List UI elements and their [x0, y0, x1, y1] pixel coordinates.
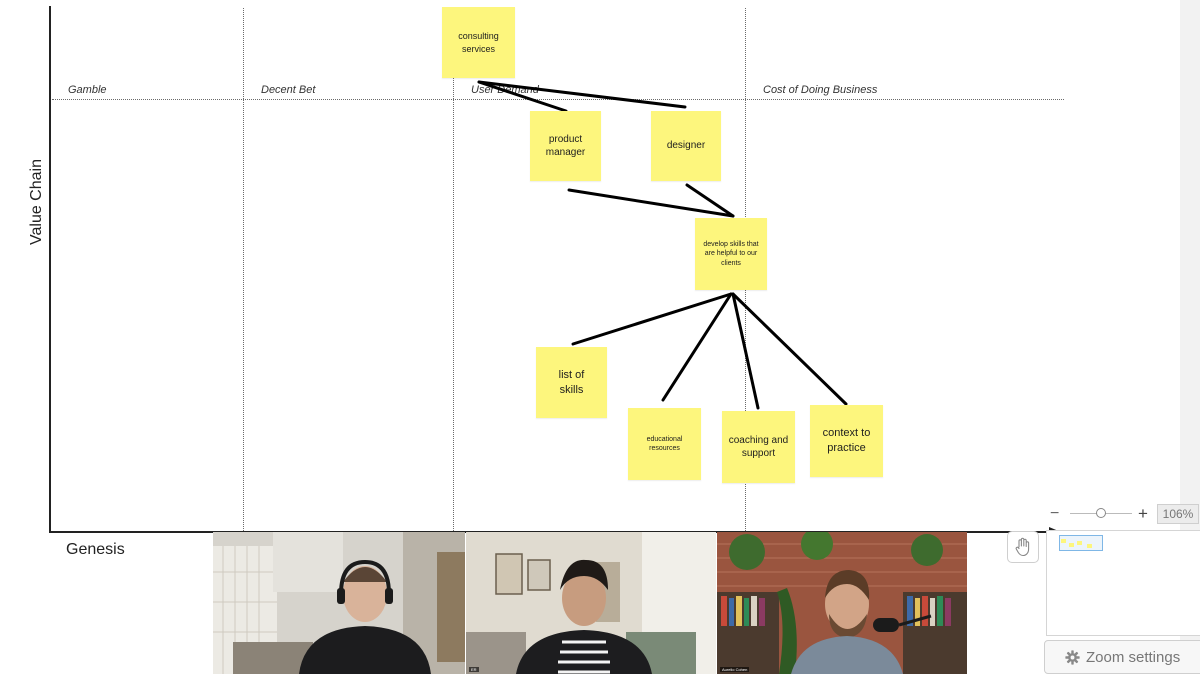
sticky-designer[interactable]: designer [651, 111, 721, 181]
board-canvas[interactable] [0, 0, 1180, 532]
sticky-text: product manager [545, 133, 586, 159]
sticky-develop-skills[interactable]: develop skills that are helpful to our c… [695, 218, 767, 290]
video-tile-participant-1[interactable] [213, 532, 465, 674]
participant-video [466, 532, 716, 674]
minimap-note [1087, 544, 1092, 548]
sticky-text: designer [666, 140, 706, 152]
y-axis-label: Value Chain [28, 159, 45, 245]
sticky-text: list of skills [558, 368, 585, 396]
participant-name-label: ER [469, 667, 479, 672]
sticky-consulting-services[interactable]: consulting services [442, 7, 515, 78]
sticky-text: develop skills that are helpful to our c… [703, 240, 759, 267]
column-divider [453, 8, 454, 531]
participant-name-label: Aurelio Cohen [720, 667, 750, 672]
video-tile-participant-3[interactable]: Aurelio Cohen [717, 532, 967, 674]
zoom-out-button[interactable]: − [1050, 505, 1060, 522]
x-axis-label: Genesis [66, 541, 125, 558]
sticky-text: consulting services [458, 31, 499, 54]
sticky-list-of-skills[interactable]: list of skills [536, 347, 607, 418]
zoom-in-button[interactable]: + [1138, 504, 1148, 523]
video-tile-participant-2[interactable]: ER [466, 532, 716, 674]
sticky-text: coaching and support [728, 434, 789, 460]
hand-icon [1015, 537, 1030, 557]
minimap-note [1069, 543, 1074, 547]
zoom-slider-thumb[interactable] [1096, 508, 1106, 518]
zoom-settings-label: Zoom settings [1086, 648, 1181, 666]
column-label-user-demand: User Demand [471, 84, 539, 96]
sticky-coaching-and-support[interactable]: coaching and support [722, 411, 795, 483]
sticky-product-manager[interactable]: product manager [530, 111, 601, 181]
zoom-level-display[interactable]: 106% [1157, 504, 1199, 524]
participant-video [213, 532, 465, 674]
minimap-note [1077, 541, 1082, 545]
column-divider [243, 8, 244, 531]
pan-tool-button[interactable] [1007, 531, 1039, 563]
gear-icon [1065, 649, 1080, 665]
column-label-decent-bet: Decent Bet [261, 84, 316, 96]
sticky-context-to-practice[interactable]: context to practice [810, 405, 883, 477]
board-minimap[interactable] [1046, 530, 1200, 636]
column-label-gamble: Gamble [68, 84, 107, 96]
sticky-educational-resources[interactable]: educational resources [628, 408, 701, 480]
minimap-note [1061, 539, 1066, 543]
sticky-text: context to practice [822, 427, 871, 454]
zoom-settings-button[interactable]: Zoom settings [1044, 640, 1200, 674]
y-axis-line [49, 6, 51, 533]
column-label-cost-of-doing-business: Cost of Doing Business [763, 84, 878, 96]
header-divider [52, 99, 1064, 100]
participant-video [717, 532, 967, 674]
sticky-text: educational resources [646, 435, 683, 452]
